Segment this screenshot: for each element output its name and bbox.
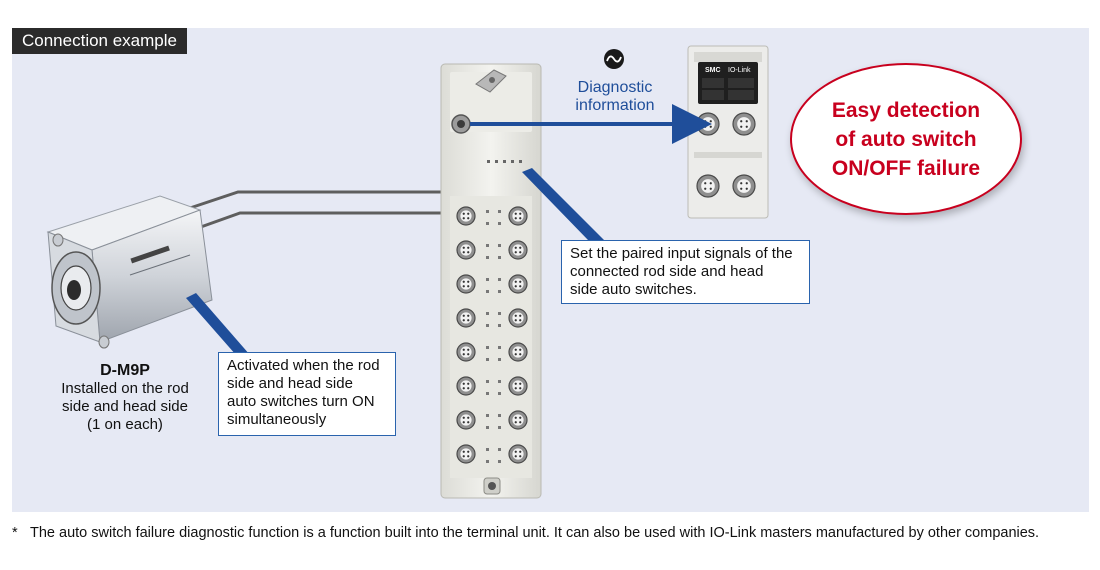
port-indicator	[498, 380, 501, 383]
port-connector-right	[508, 410, 528, 430]
master-port-connector	[732, 112, 756, 136]
switch-model: D-M9P	[100, 362, 150, 379]
footnote: * The auto switch failure diagnostic func…	[12, 525, 1092, 542]
port-connector-left	[456, 308, 476, 328]
input-ports	[456, 206, 528, 464]
port-indicator	[486, 358, 489, 361]
terminal-unit	[440, 63, 542, 499]
activated-callout: Activated when the rod side and head sid…	[218, 352, 396, 436]
port-indicator	[498, 358, 501, 361]
port-indicator	[486, 392, 489, 395]
cylinder-label: D-M9P Installed on the rod side and head…	[40, 362, 210, 434]
air-cylinder	[46, 195, 213, 349]
port-indicator	[486, 210, 489, 213]
port-connector-left	[456, 376, 476, 396]
port-connector-left	[456, 240, 476, 260]
master-port-connector	[696, 112, 720, 136]
master-ports	[696, 112, 756, 198]
port-indicator	[486, 346, 489, 349]
smc-logo-text: SMC	[705, 67, 721, 74]
paired-signals-callout: Set the paired input signals of the conn…	[561, 240, 810, 304]
port-connector-right	[508, 240, 528, 260]
status-leds	[487, 160, 522, 163]
footnote-mark: *	[12, 525, 18, 541]
port-indicator	[486, 312, 489, 315]
port-indicator	[498, 414, 501, 417]
easy-detection-callout: Easy detection of auto switch ON/OFF fai…	[790, 63, 1022, 215]
port-indicator	[486, 426, 489, 429]
port-connector-right	[508, 206, 528, 226]
port-indicator	[498, 256, 501, 259]
port-indicator	[498, 392, 501, 395]
port-connector-left	[456, 444, 476, 464]
port-indicator	[486, 256, 489, 259]
port-indicator	[498, 346, 501, 349]
port-indicator	[486, 448, 489, 451]
port-indicator	[486, 290, 489, 293]
port-connector-right	[508, 444, 528, 464]
port-indicator	[498, 210, 501, 213]
port-indicator	[498, 448, 501, 451]
io-link-logo-text: IO-Link	[728, 67, 751, 74]
port-indicator	[498, 290, 501, 293]
paired-pointer	[522, 168, 604, 240]
port-indicator	[498, 324, 501, 327]
port-indicator	[486, 380, 489, 383]
port-indicator	[486, 278, 489, 281]
port-indicator	[486, 460, 489, 463]
port-connector-right	[508, 274, 528, 294]
diagnostic-information-label: Diagnostic information	[575, 79, 655, 114]
port-connector-left	[456, 410, 476, 430]
port-indicator	[498, 278, 501, 281]
port-connector-right	[508, 308, 528, 328]
port-indicator	[498, 312, 501, 315]
port-indicator	[498, 426, 501, 429]
port-indicator	[486, 244, 489, 247]
port-connector-left	[456, 206, 476, 226]
port-indicator	[486, 324, 489, 327]
footnote-text: The auto switch failure diagnostic funct…	[30, 525, 1040, 541]
activated-pointer	[186, 293, 250, 355]
diagnostic-icon	[604, 49, 624, 69]
mounting-bracket	[475, 69, 507, 93]
port-indicator	[486, 414, 489, 417]
master-port-connector	[696, 174, 720, 198]
port-connector-left	[456, 274, 476, 294]
port-indicator	[498, 460, 501, 463]
port-indicator	[498, 222, 501, 225]
port-connector-right	[508, 342, 528, 362]
port-connector-right	[508, 376, 528, 396]
connection-example-tag: Connection example	[12, 28, 187, 54]
port-indicator	[486, 222, 489, 225]
io-link-master: SMC IO-Link	[687, 45, 769, 219]
port-connector-left	[456, 342, 476, 362]
master-port-connector	[732, 174, 756, 198]
port-indicator	[498, 244, 501, 247]
